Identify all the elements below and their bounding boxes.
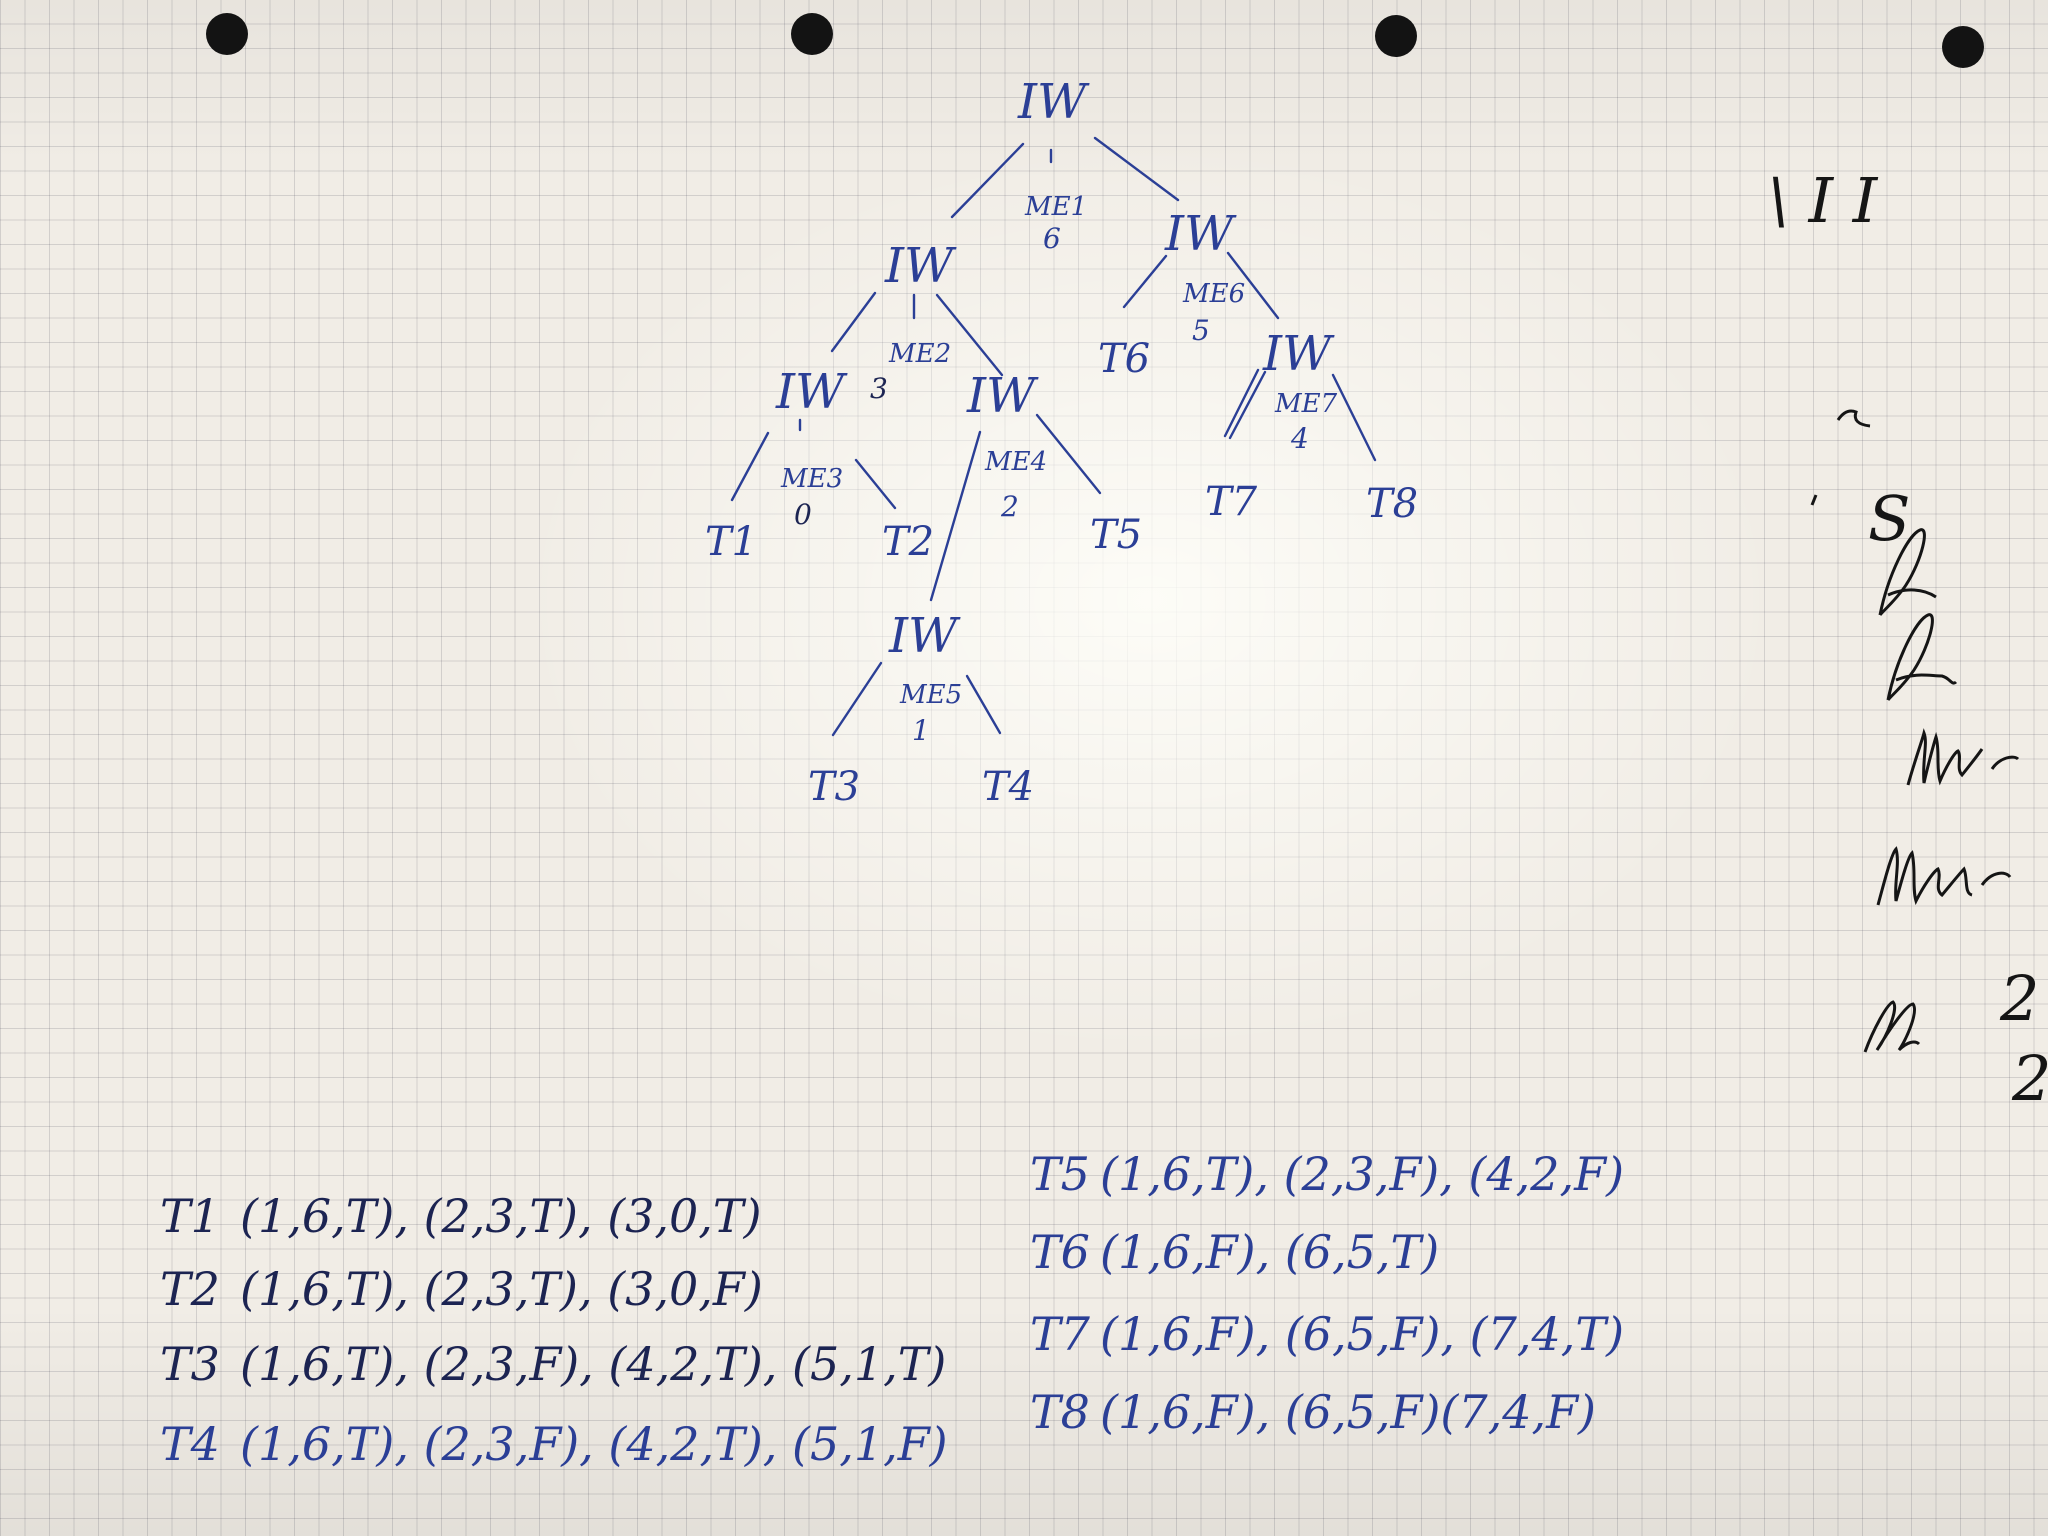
leaf-t2: T2 bbox=[882, 519, 934, 565]
margin-letter: S bbox=[1868, 482, 1910, 555]
node-label: IW bbox=[884, 238, 957, 294]
trace-name: T6 bbox=[1030, 1225, 1090, 1279]
leaf-nodes: T1 T2 T3 T4 T5 T6 T7 T8 bbox=[705, 336, 1418, 810]
me-value: 5 bbox=[1192, 314, 1210, 347]
trace-text: (1,6,T), (2,3,F), (4,2,F) bbox=[1100, 1147, 1624, 1201]
me-label: ME3 bbox=[780, 464, 843, 494]
trace-text: (1,6,T), (2,3,F), (4,2,T), (5,1,T) bbox=[240, 1337, 946, 1391]
margin-strokes: \ I I bbox=[1768, 164, 1879, 237]
node-label: IW bbox=[888, 608, 961, 664]
margin-squiggle bbox=[1836, 409, 1871, 428]
trace-name: T1 bbox=[160, 1189, 220, 1243]
node-left: IW ME2 3 bbox=[870, 238, 957, 405]
margin-cursive bbox=[1878, 528, 1937, 616]
trace-text: (1,6,T), (2,3,T), (3,0,F) bbox=[240, 1262, 763, 1316]
margin-cursive bbox=[1906, 728, 2020, 786]
node-label: IW bbox=[1262, 326, 1335, 382]
node-left-right: IW ME4 2 bbox=[966, 368, 1047, 523]
me-value: 0 bbox=[794, 498, 812, 531]
leaf-t3: T3 bbox=[808, 764, 860, 810]
node-label: IW bbox=[966, 368, 1039, 424]
me-label: ME2 bbox=[888, 339, 951, 369]
binder-hole bbox=[1942, 26, 1984, 68]
me-value: 4 bbox=[1290, 422, 1309, 455]
trace-name: T7 bbox=[1030, 1307, 1091, 1361]
trace-name: T8 bbox=[1030, 1385, 1090, 1439]
margin-cursive bbox=[1863, 1000, 1921, 1053]
leaf-t8: T8 bbox=[1366, 481, 1418, 527]
tree-edges bbox=[730, 136, 1377, 737]
me-label: ME5 bbox=[899, 680, 962, 710]
leaf-t6: T6 bbox=[1098, 336, 1150, 382]
binder-hole bbox=[791, 13, 833, 55]
binder-hole bbox=[1375, 15, 1417, 57]
leaf-t7: T7 bbox=[1205, 479, 1258, 525]
margin-cursive bbox=[1876, 846, 2012, 906]
node-right: IW ME6 5 bbox=[1164, 206, 1245, 347]
node-label: IW bbox=[1017, 74, 1090, 130]
margin-number: 2 bbox=[2011, 1042, 2048, 1115]
trace-text: (1,6,T), (2,3,F), (4,2,T), (5,1,F) bbox=[240, 1417, 948, 1471]
trace-text: (1,6,F), (6,5,T) bbox=[1100, 1225, 1439, 1279]
leaf-t5: T5 bbox=[1090, 512, 1142, 558]
trace-name: T5 bbox=[1030, 1147, 1090, 1201]
me-value: 1 bbox=[912, 714, 930, 747]
margin-scribbles: \ I I S 2 2 bbox=[1768, 164, 2048, 1115]
trace-name: T4 bbox=[160, 1417, 220, 1471]
trace-name: T2 bbox=[160, 1262, 220, 1316]
trace-text: (1,6,F), (6,5,F), (7,4,T) bbox=[1100, 1307, 1624, 1361]
binder-hole bbox=[206, 13, 248, 55]
me-label: ME1 bbox=[1024, 192, 1087, 222]
margin-tick bbox=[1810, 494, 1818, 506]
margin-number: 2 bbox=[1999, 962, 2039, 1035]
node-root: IW ME1 6 bbox=[1017, 74, 1090, 255]
leaf-t4: T4 bbox=[982, 764, 1034, 810]
node-left-left: IW ME3 0 bbox=[775, 364, 848, 531]
trace-text: (1,6,T), (2,3,T), (3,0,T) bbox=[240, 1189, 762, 1243]
trace-name: T3 bbox=[160, 1337, 220, 1391]
trace-list-right: T5 (1,6,T), (2,3,F), (4,2,F) T6 (1,6,F),… bbox=[1030, 1147, 1624, 1439]
me-value: 6 bbox=[1043, 222, 1061, 255]
trace-text: (1,6,F), (6,5,F)(7,4,F) bbox=[1100, 1385, 1596, 1439]
me-label: ME6 bbox=[1182, 279, 1245, 309]
me-label: ME7 bbox=[1274, 389, 1338, 419]
leaf-t1: T1 bbox=[705, 519, 757, 565]
me-label: ME4 bbox=[984, 447, 1047, 477]
node-label: IW bbox=[775, 364, 848, 420]
me-value: 3 bbox=[870, 372, 888, 405]
margin-cursive bbox=[1886, 613, 1958, 701]
node-bottom: IW ME5 1 bbox=[888, 608, 962, 747]
node-right-right: IW ME7 4 bbox=[1262, 326, 1338, 455]
me-value: 2 bbox=[1000, 490, 1019, 523]
trace-list-left: T1 (1,6,T), (2,3,T), (3,0,T) T2 (1,6,T),… bbox=[160, 1189, 948, 1471]
node-label: IW bbox=[1164, 206, 1237, 262]
